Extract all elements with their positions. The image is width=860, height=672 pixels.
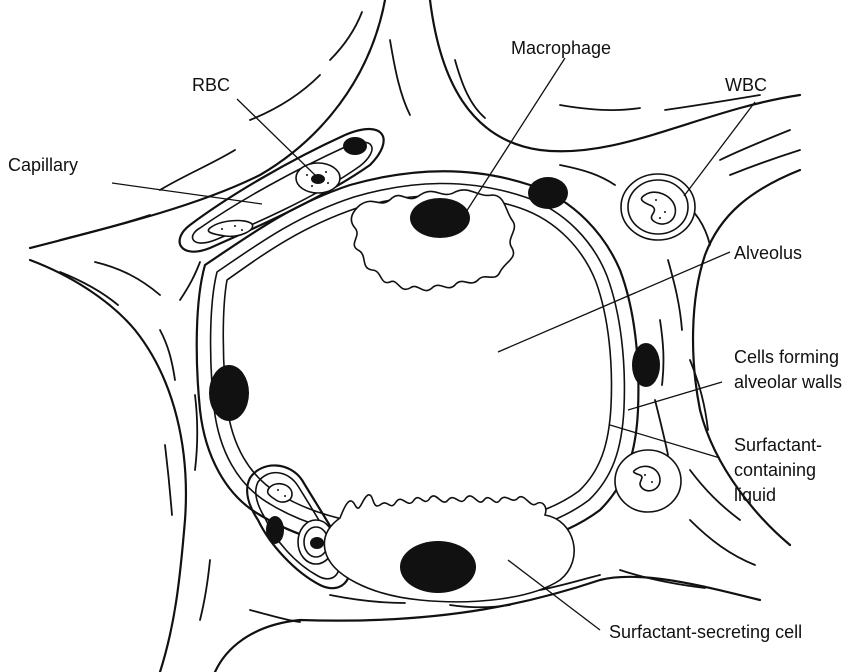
macrophage-cell — [351, 190, 514, 291]
label-cells-forming-line2: alveolar walls — [734, 372, 842, 392]
label-surfactant-line1: Surfactant- — [734, 435, 822, 455]
rbc-cell-small — [208, 221, 252, 237]
label-surfactant-secreting: Surfactant-secreting cell — [609, 622, 802, 642]
label-surfactant-line3: liquid — [734, 485, 776, 505]
surfactant-secreting-cell — [324, 495, 574, 602]
label-wbc: WBC — [725, 75, 767, 95]
wbc-cell-lower — [615, 450, 681, 512]
label-cells-forming-line1: Cells forming — [734, 347, 839, 367]
label-rbc: RBC — [192, 75, 230, 95]
surfactant-liquid-leader — [610, 425, 720, 458]
label-surfactant-line2: containing — [734, 460, 816, 480]
capillary-leader — [112, 183, 262, 204]
label-macrophage: Macrophage — [511, 38, 611, 58]
label-alveolus: Alveolus — [734, 243, 802, 263]
wbc-cell — [621, 174, 695, 240]
label-capillary: Capillary — [8, 155, 78, 175]
cells-forming-leader — [628, 382, 722, 410]
rbc-cell — [296, 163, 340, 193]
